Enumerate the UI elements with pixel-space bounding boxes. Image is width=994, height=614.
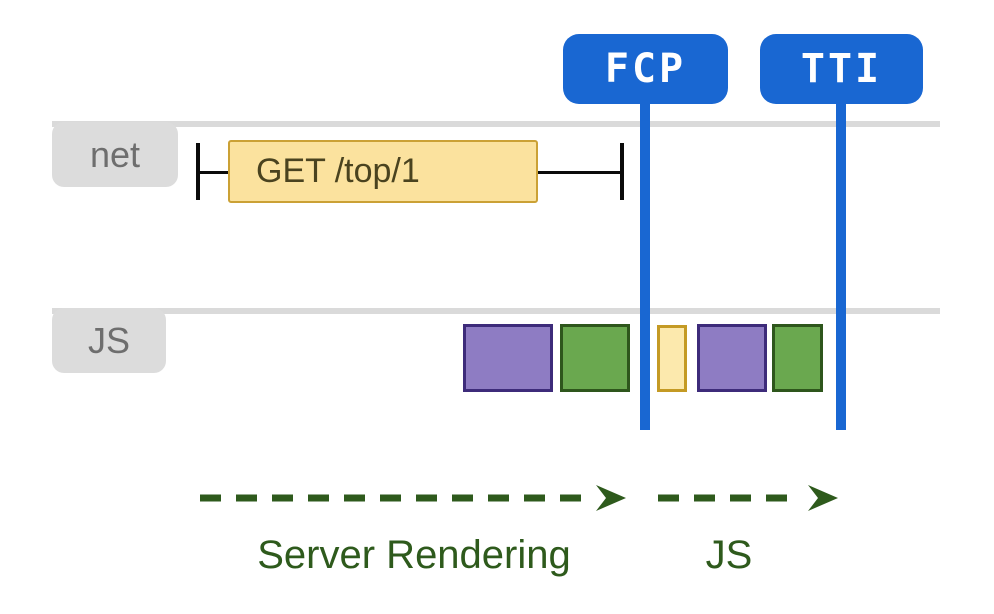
net-track-tab: net xyxy=(52,122,178,187)
js-track-line xyxy=(52,308,940,314)
request-start-tick xyxy=(196,143,200,200)
tti-badge: TTI xyxy=(760,34,923,104)
net-track-label: net xyxy=(89,133,141,175)
js-block-green-1 xyxy=(560,324,630,392)
request-end-tick xyxy=(620,143,624,200)
tti-badge-label: TTI xyxy=(800,46,883,92)
js-block-purple-1 xyxy=(463,324,553,392)
fcp-badge-label: FCP xyxy=(604,46,687,92)
server-rendering-arrowhead-icon xyxy=(596,485,626,511)
network-request-box: GET /top/1 xyxy=(228,140,538,203)
server-rendering-arrow xyxy=(200,485,626,511)
net-track-line xyxy=(52,121,940,127)
fcp-marker-line xyxy=(640,98,650,430)
js-block-green-2 xyxy=(772,324,823,392)
fcp-badge: FCP xyxy=(563,34,728,104)
network-request-label: GET /top/1 xyxy=(256,152,420,190)
js-block-purple-2 xyxy=(697,324,767,392)
js-arrow xyxy=(658,485,838,511)
tti-marker-line xyxy=(836,98,846,430)
js-phase-label: JS xyxy=(705,533,753,577)
js-arrowhead-icon xyxy=(808,485,838,511)
server-rendering-phase-label: Server Rendering xyxy=(257,533,571,577)
js-track-tab: JS xyxy=(52,308,166,373)
js-block-yellow xyxy=(657,325,687,392)
js-track-label: JS xyxy=(87,319,130,361)
